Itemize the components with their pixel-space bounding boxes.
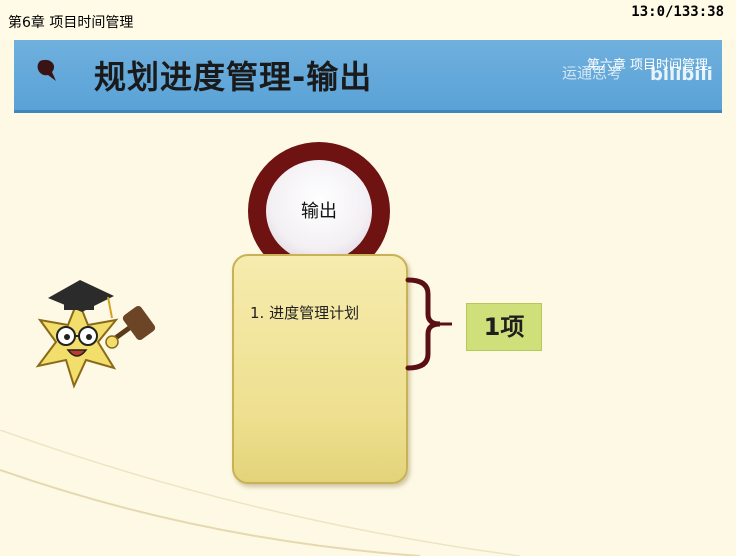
slide-title-banner: 规划进度管理-输出 运通思考 bilibili 第六章 项目时间管理 <box>14 40 722 113</box>
chapter-label: 第6章 项目时间管理 <box>8 15 134 31</box>
mascot-star-graduate-icon <box>35 280 156 389</box>
ring-center <box>266 160 372 262</box>
slide-title: 规划进度管理-输出 <box>94 58 373 96</box>
right-brace-icon <box>405 277 452 371</box>
top-bar: 第6章 项目时间管理 13:0/133:38 <box>0 0 736 40</box>
bilibili-logo: bilibili <box>650 64 713 85</box>
item-count-box: 1项 <box>466 303 542 351</box>
slide-subtitle: 第六章 项目时间管理 <box>586 58 708 73</box>
bullet-icon <box>37 59 56 81</box>
list-item: 1. 进度管理计划 <box>250 304 360 322</box>
watermark-text: 运通思考 <box>562 64 623 82</box>
timer-readout: 13:0/133:38 <box>631 4 724 20</box>
decorative-curve <box>0 430 521 556</box>
ring-label: 输出 <box>301 201 337 222</box>
output-list-box: 1. 进度管理计划 <box>232 254 408 484</box>
